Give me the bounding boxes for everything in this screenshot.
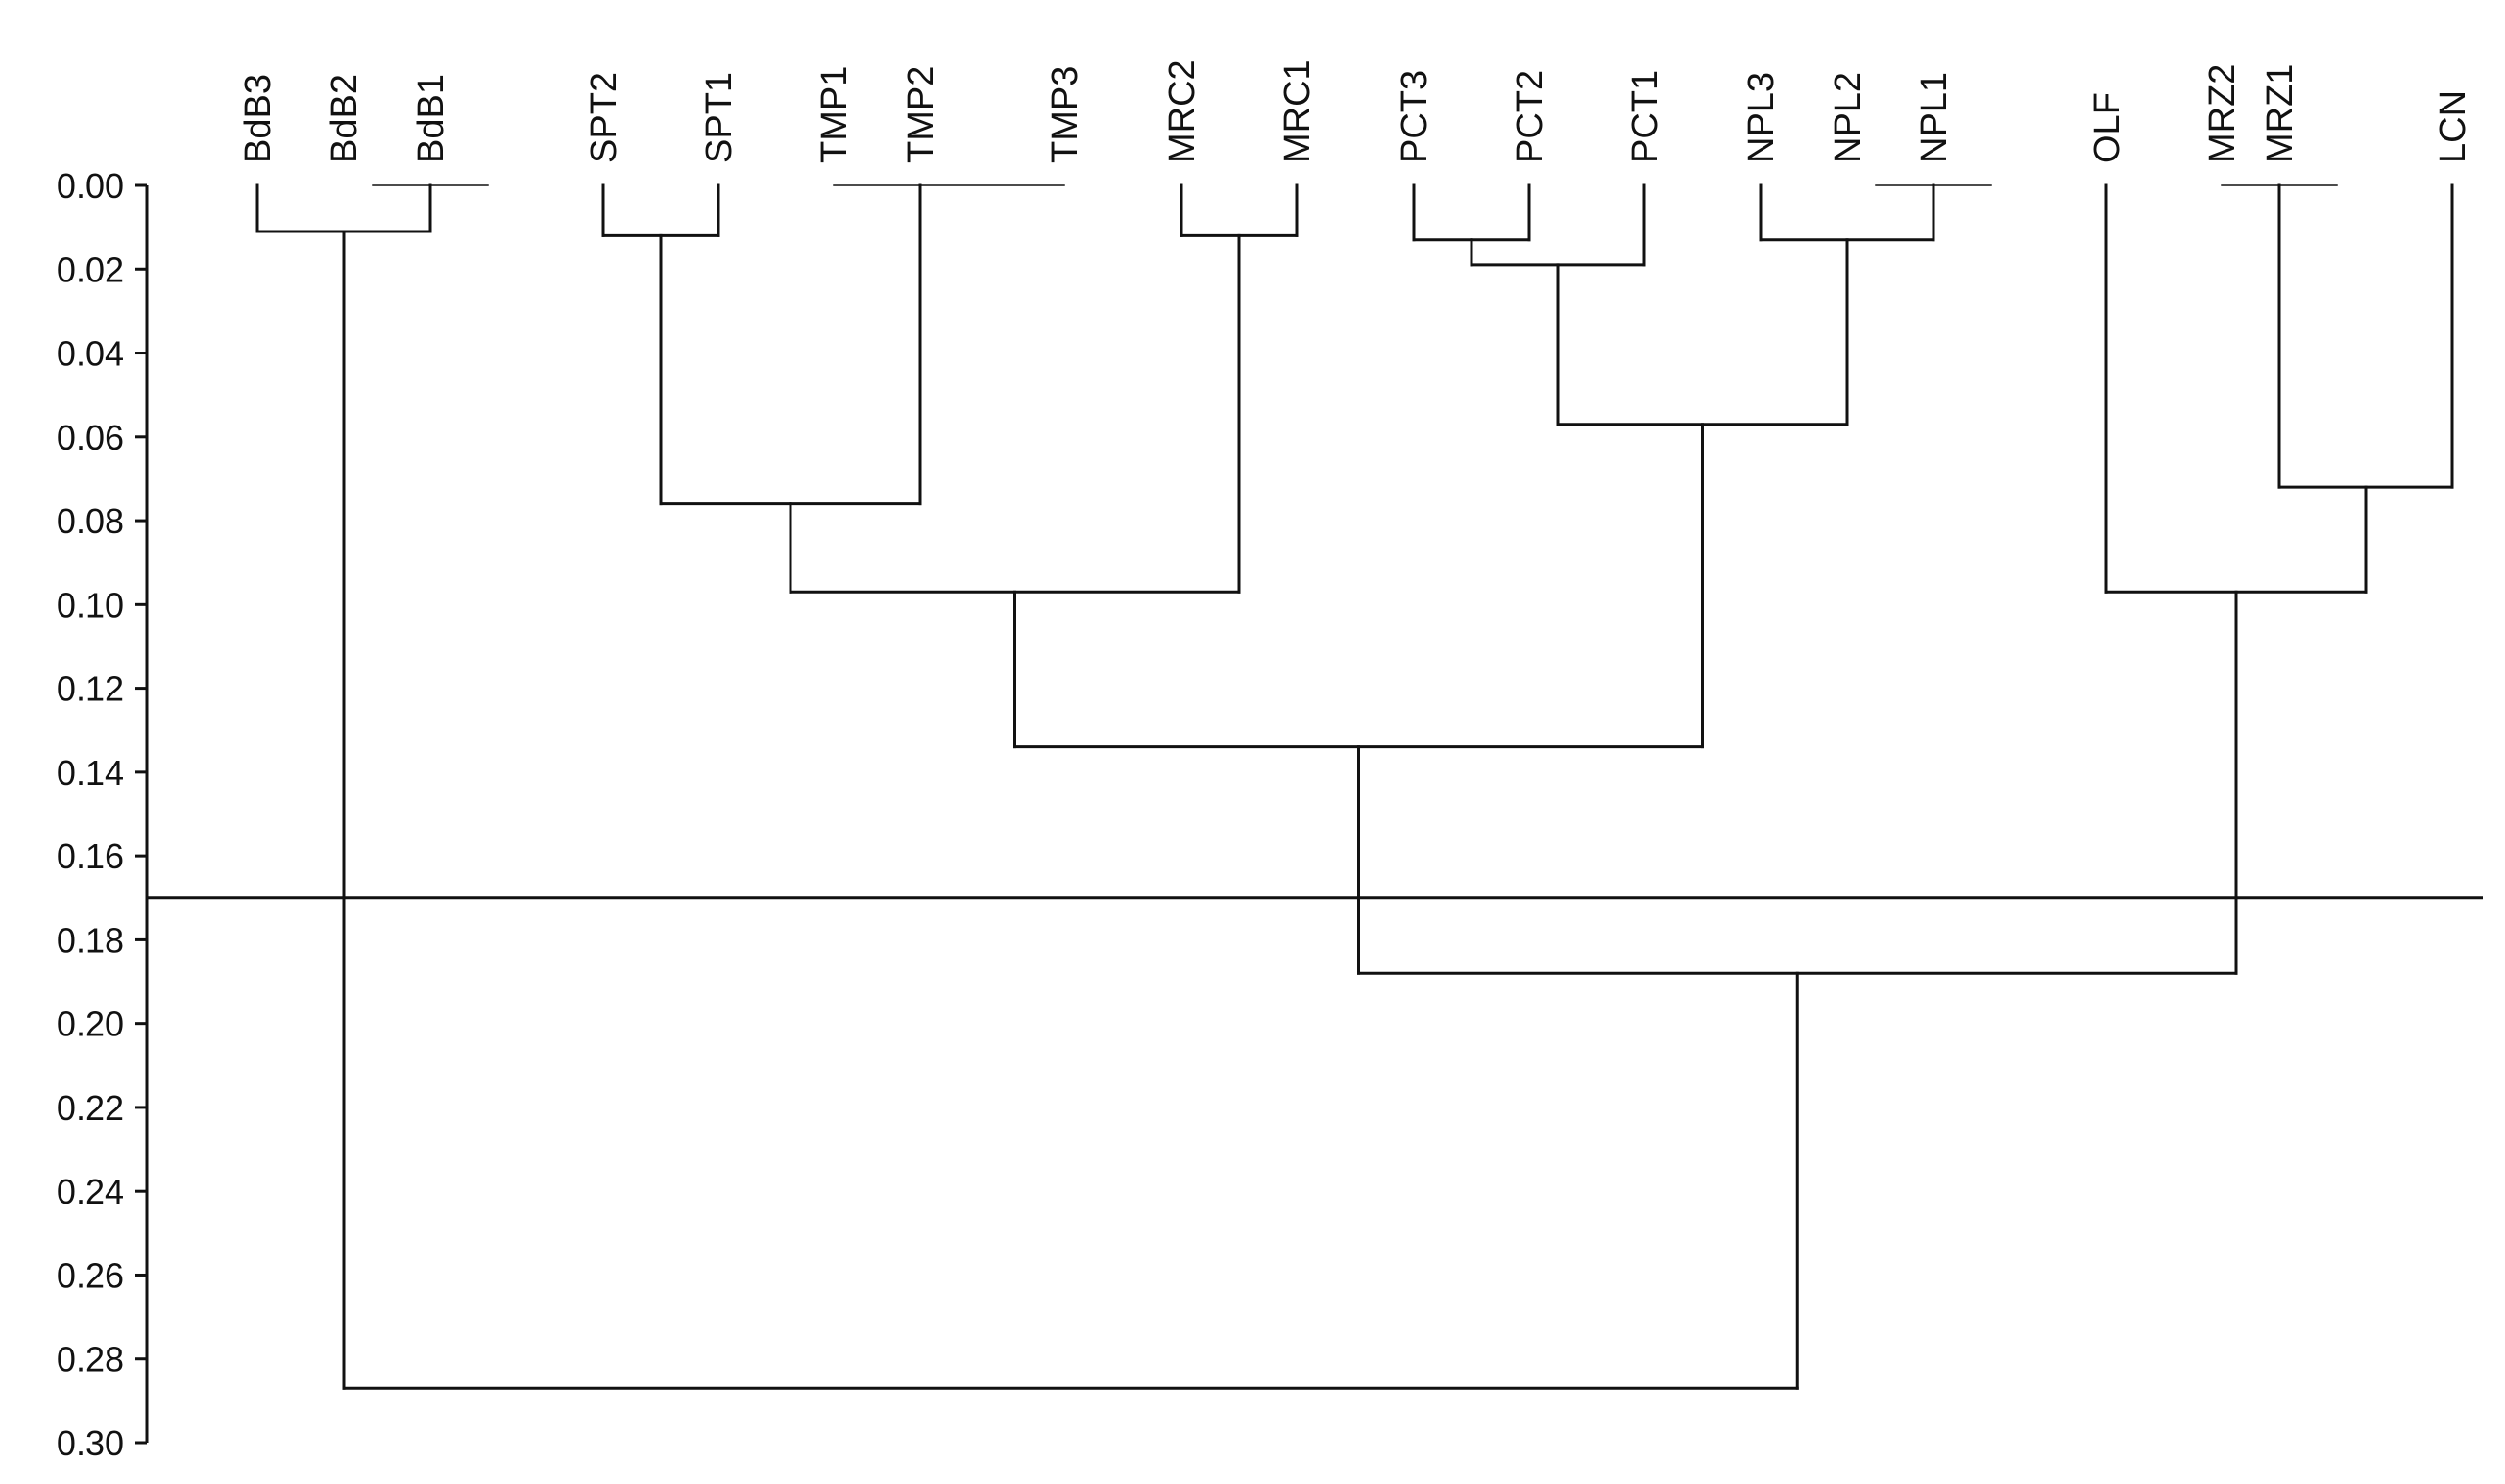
leaf-label-pct1: PCT1 bbox=[1625, 70, 1666, 163]
y-tick-label: 0.18 bbox=[57, 920, 124, 960]
leaf-label-mrc2: MRC2 bbox=[1162, 60, 1203, 163]
leaf-label-olf: OLF bbox=[2087, 92, 2128, 163]
leaf-label-bdb1: BdB1 bbox=[411, 74, 451, 163]
y-axis: 0.00 0.02 0.04 0.06 0.08 0.10 0.12 0.14 0.16 0.18… bbox=[57, 166, 149, 1463]
dendrogram-tree bbox=[255, 183, 2454, 1390]
y-tick-label: 0.24 bbox=[57, 1172, 124, 1211]
y-tick-label: 0.30 bbox=[57, 1423, 124, 1463]
y-tick-label: 0.26 bbox=[57, 1255, 124, 1295]
y-tick-label: 0.08 bbox=[57, 501, 124, 541]
leaf-label-bdb2: BdB2 bbox=[325, 74, 365, 163]
leaf-labels: BdB3 BdB2 BdB1 SPT2 SPT1 TMP1 TMP2 TMP3 MRC2 MRC1… bbox=[238, 60, 2473, 163]
y-tick-label: 0.10 bbox=[57, 585, 124, 624]
leaf-label-spt1: SPT1 bbox=[699, 72, 740, 163]
y-tick-label: 0.16 bbox=[57, 837, 124, 876]
leaf-label-pct3: PCT3 bbox=[1395, 70, 1435, 163]
leaf-label-mrc1: MRC1 bbox=[1277, 60, 1318, 163]
leaf-label-spt2: SPT2 bbox=[584, 72, 624, 163]
leaf-label-tmp2: TMP2 bbox=[901, 66, 941, 163]
leaf-label-mrz2: MRZ2 bbox=[2202, 64, 2243, 163]
y-tick-label: 0.00 bbox=[57, 166, 124, 206]
y-tick-label: 0.28 bbox=[57, 1340, 124, 1379]
leaf-label-mrz1: MRZ1 bbox=[2260, 64, 2300, 163]
y-tick-label: 0.20 bbox=[57, 1005, 124, 1044]
leaf-label-tmp3: TMP3 bbox=[1045, 66, 1085, 163]
y-tick-label: 0.22 bbox=[57, 1088, 124, 1128]
leaf-label-bdb3: BdB3 bbox=[238, 74, 279, 163]
leaf-label-pct2: PCT2 bbox=[1510, 70, 1550, 163]
y-tick-label: 0.02 bbox=[57, 250, 124, 289]
y-tick-label: 0.06 bbox=[57, 418, 124, 457]
leaf-label-npl2: NPL2 bbox=[1828, 72, 1868, 163]
y-tick-label: 0.04 bbox=[57, 334, 124, 374]
leaf-label-npl1: NPL1 bbox=[1914, 72, 1955, 163]
y-tick-label: 0.14 bbox=[57, 753, 124, 792]
leaf-label-lcn: LCN bbox=[2433, 90, 2473, 163]
y-tick-label: 0.12 bbox=[57, 669, 124, 709]
leaf-label-tmp1: TMP1 bbox=[815, 66, 855, 163]
leaf-label-npl3: NPL3 bbox=[1741, 72, 1782, 163]
